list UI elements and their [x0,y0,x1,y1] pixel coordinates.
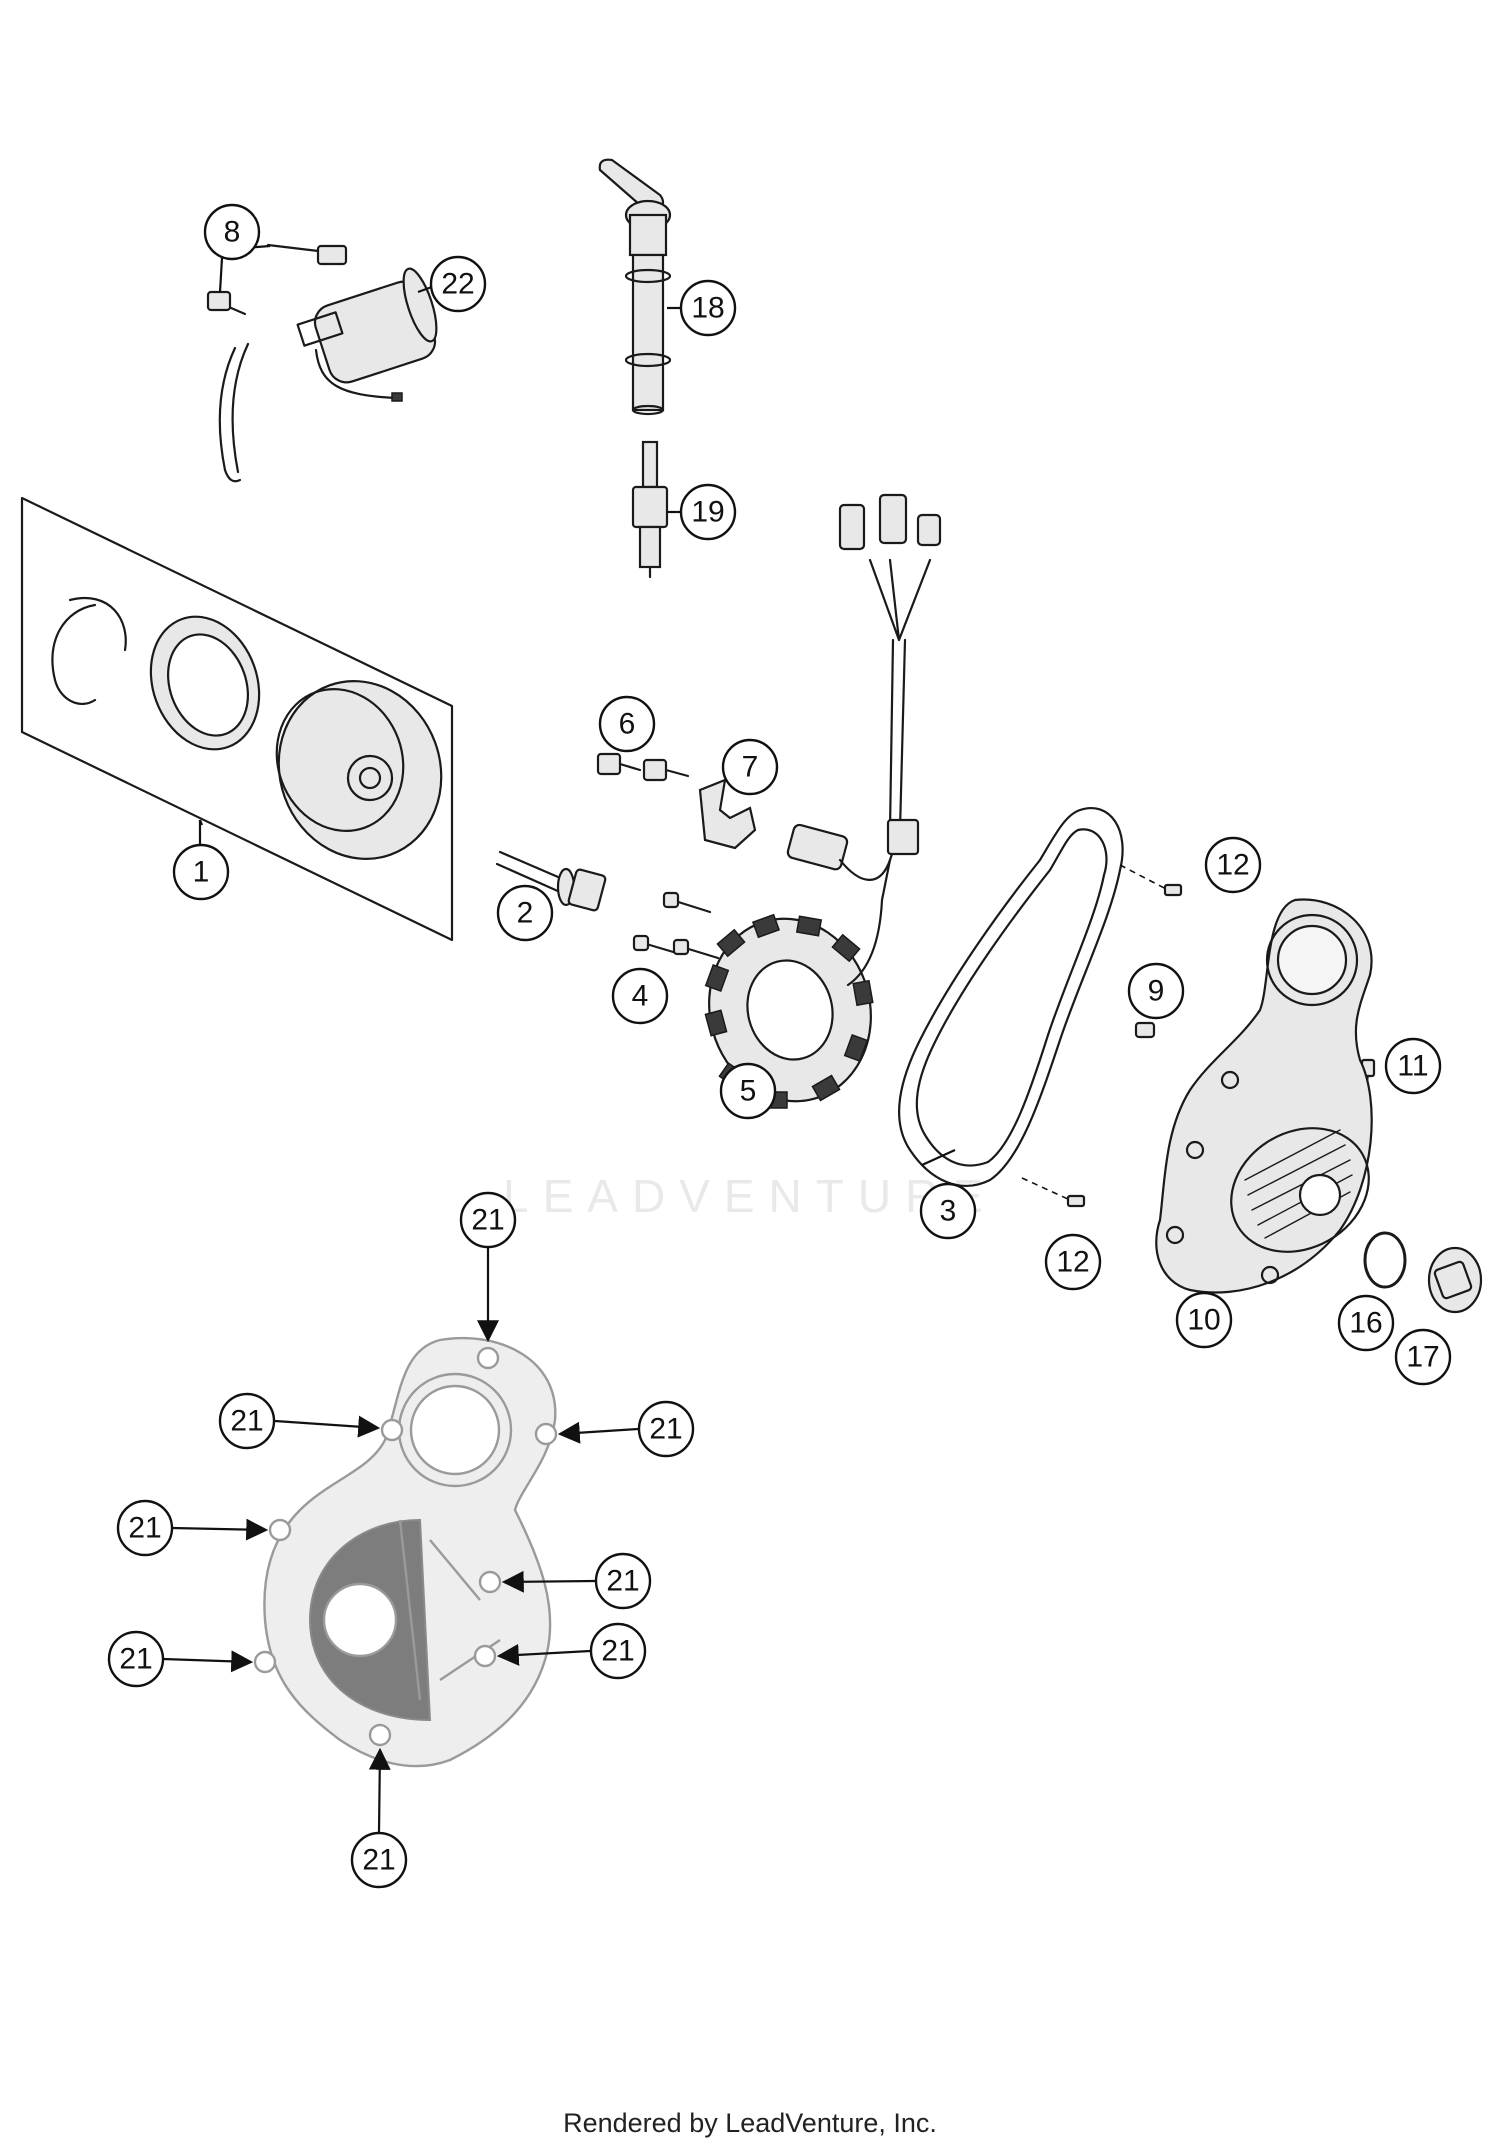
callout-3: 3 [919,1182,977,1240]
callout-8-label: 8 [224,216,241,249]
callout-21-bottom-label: 21 [362,1844,395,1877]
flywheel-bolt [495,850,607,912]
callout-5: 5 [719,1062,777,1120]
callout-22: 22 [429,255,487,313]
callout-16: 16 [1337,1294,1395,1352]
callout-9-label: 9 [1148,975,1165,1008]
footer-credit: Rendered by LeadVenture, Inc. [563,2108,937,2138]
callout-7-label: 7 [742,751,759,784]
callout-21-lower-left: 21 [107,1630,165,1688]
ignition-cover [1155,898,1373,1294]
spark-plug [631,440,669,579]
spark-plug-cap-cable [598,158,672,416]
cover-gasket [898,807,1124,1187]
callout-21-mid-left: 21 [116,1499,174,1557]
bolts-4 [632,891,720,960]
callout-17: 17 [1394,1328,1452,1386]
dowel-12-upper [1119,864,1183,897]
callout-4-label: 4 [632,980,649,1013]
callout-6-label: 6 [619,708,636,741]
callout-21-upper-left-label: 21 [230,1405,263,1438]
callout-21-upper-right: 21 [637,1400,695,1458]
callout-12-lower-label: 12 [1056,1246,1089,1279]
bolts-6 [596,752,690,782]
callout-21-mid-right: 21 [594,1552,652,1610]
callout-21-lower-right-label: 21 [601,1635,634,1668]
callout-11: 11 [1384,1037,1442,1095]
nut-9 [1134,1021,1156,1039]
callout-21-upper-left: 21 [218,1392,276,1450]
callout-2-label: 2 [517,897,534,930]
callout-19: 19 [679,483,737,541]
bolt-8-lower [206,290,247,316]
bolt-8-upper [266,243,348,266]
callout-17-label: 17 [1406,1341,1439,1374]
callout-5-label: 5 [740,1075,757,1108]
callout-10: 10 [1175,1291,1233,1349]
dowel-12-lower [1021,1177,1086,1208]
callout-3-label: 3 [940,1195,957,1228]
callout-1: 1 [172,843,230,901]
callouts: 1 2 3 4 5 6 7 8 9 10 11 12 12 16 17 18 1… [107,203,1452,1889]
callout-21-mid-right-label: 21 [606,1565,639,1598]
callout-19-label: 19 [691,496,724,529]
callout-18: 18 [679,279,737,337]
screw-plug-17 [1427,1246,1483,1314]
callout-21-bottom: 21 [350,1831,408,1889]
callout-8: 8 [203,203,261,261]
callout-10-label: 10 [1187,1304,1220,1337]
callout-12-lower: 12 [1044,1233,1102,1291]
stator [704,493,942,1109]
callout-1-label: 1 [193,856,210,889]
callout-12-upper: 12 [1204,836,1262,894]
ghost-cover-view [253,1336,558,1768]
callout-9: 9 [1127,962,1185,1020]
o-ring-16 [1363,1231,1407,1289]
callout-4: 4 [611,967,669,1025]
callout-16-label: 16 [1349,1307,1382,1340]
ignition-coil [218,267,438,483]
callout-21-lower-right: 21 [589,1622,647,1680]
cable-clamp [698,778,757,850]
callout-21-upper-right-label: 21 [649,1413,682,1446]
callout-11-label: 11 [1397,1050,1428,1083]
callout-21-top-label: 21 [471,1204,504,1237]
callout-2: 2 [496,884,554,942]
callout-18-label: 18 [691,292,724,325]
callout-12-upper-label: 12 [1216,849,1249,882]
flywheel-kit-panel [20,496,454,942]
callout-22-label: 22 [441,268,474,301]
callout-7: 7 [721,738,779,796]
watermark-text: LEADVENTURE [503,1170,997,1222]
callout-arrows [162,1248,639,1833]
callout-6: 6 [598,695,656,753]
callout-21-lower-left-label: 21 [119,1643,152,1676]
callout-21-top: 21 [459,1191,517,1249]
callout-21-mid-left-label: 21 [128,1512,161,1545]
